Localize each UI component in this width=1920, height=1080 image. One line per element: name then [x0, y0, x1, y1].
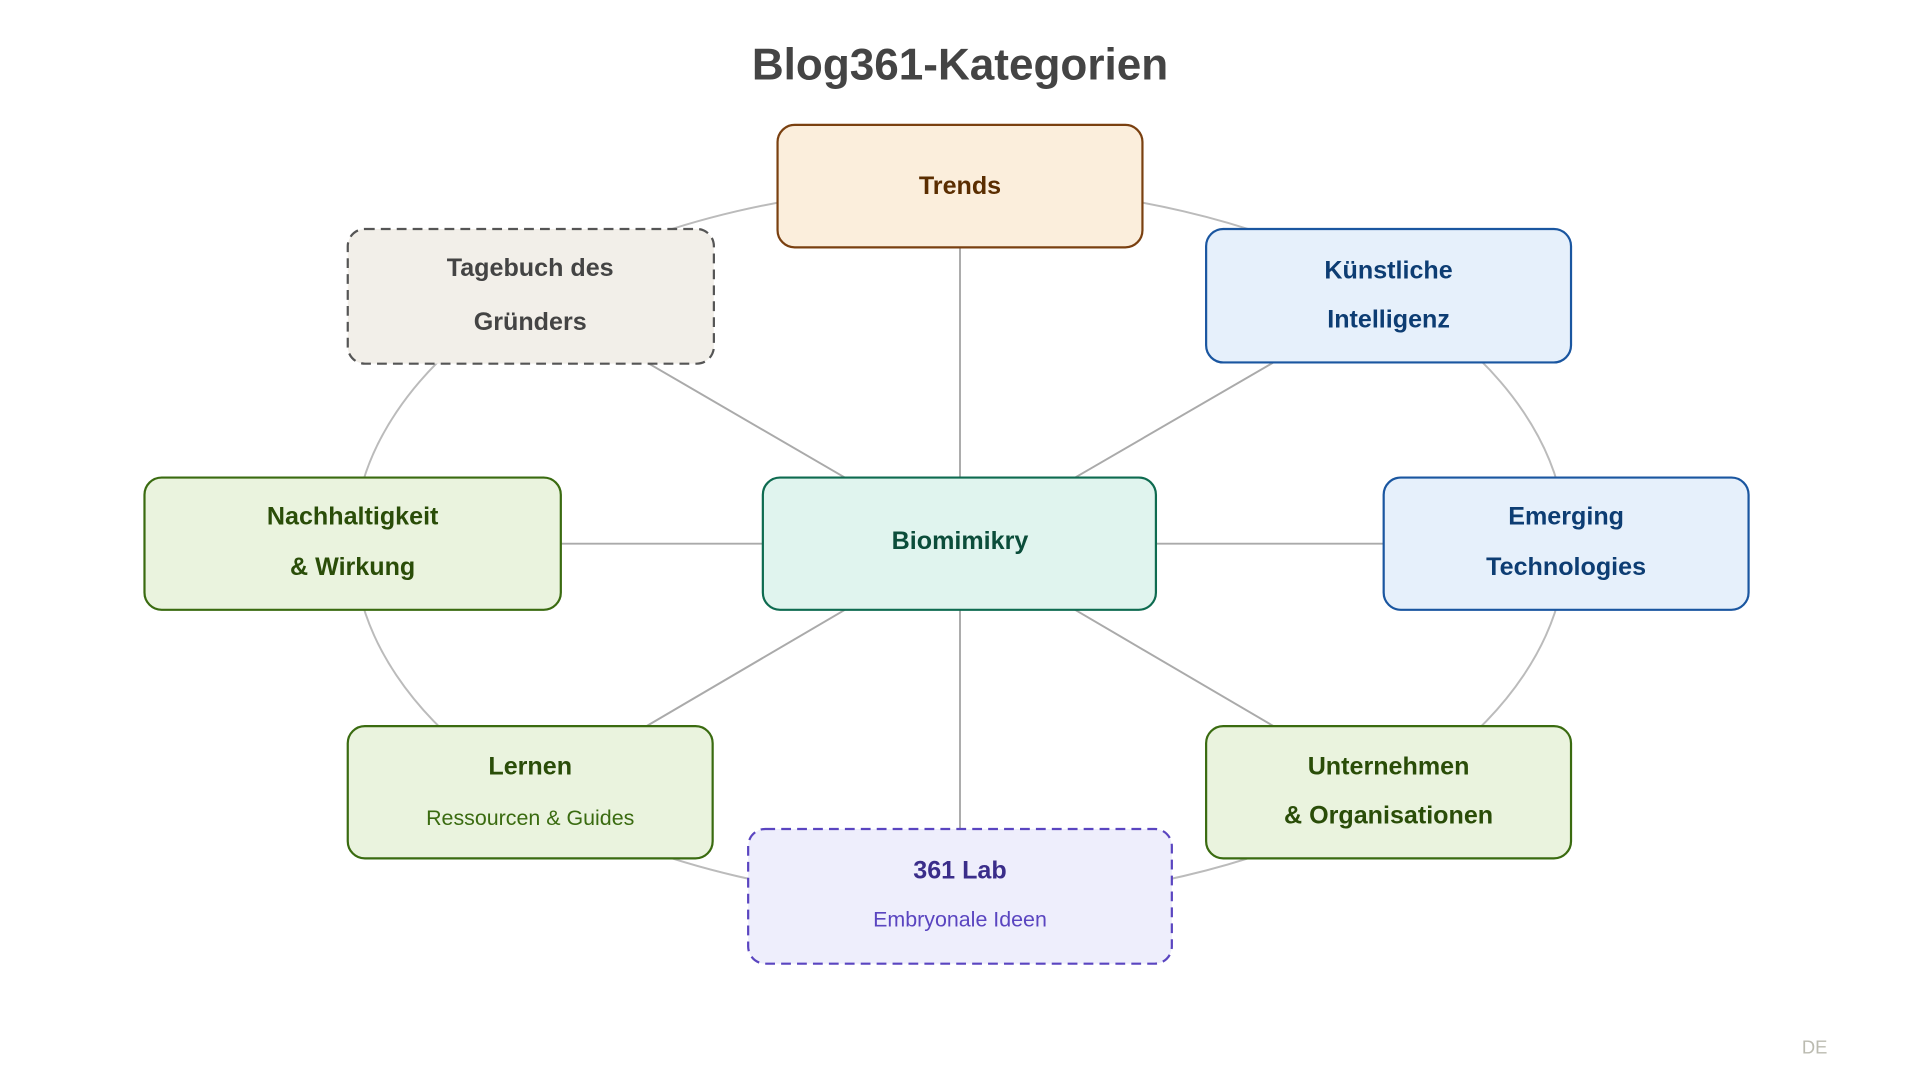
node-ki[interactable]: Künstliche Intelligenz — [1205, 227, 1573, 364]
node-emerging[interactable]: Emerging Technologies — [1382, 476, 1750, 611]
node-label: Unternehmen — [1308, 753, 1470, 781]
node-label: 361 Lab — [913, 857, 1006, 885]
node-nachhaltigkeit[interactable]: Nachhaltigkeit & Wirkung — [143, 476, 562, 611]
node-361-lab[interactable]: 361 Lab Embryonale Ideen — [747, 827, 1173, 965]
spoke-connectors — [560, 247, 1384, 829]
node-tagebuch[interactable]: Tagebuch des Gründers — [346, 227, 715, 365]
node-label: Nachhaltigkeit — [267, 503, 439, 531]
node-trends[interactable]: Trends — [776, 123, 1144, 249]
node-label: Biomimikry — [892, 527, 1029, 555]
node-label: Trends — [919, 172, 1001, 200]
node-label: Technologies — [1486, 553, 1646, 581]
node-label: Tagebuch des — [447, 254, 614, 282]
node-label: Lernen — [488, 753, 572, 781]
node-label: Künstliche — [1324, 257, 1452, 285]
node-lernen[interactable]: Lernen Ressourcen & Guides — [346, 725, 714, 860]
node-label: Gründers — [474, 308, 587, 336]
node-biomimikry-center[interactable]: Biomimikry — [761, 476, 1158, 611]
language-indicator[interactable]: DE — [1802, 1036, 1828, 1057]
node-label: Emerging — [1508, 503, 1624, 531]
node-subtitle: Embryonale Ideen — [873, 908, 1047, 932]
diagram-title: Blog361-Kategorien — [752, 40, 1168, 89]
node-label: Intelligenz — [1327, 306, 1450, 334]
node-label: & Organisationen — [1284, 802, 1493, 830]
node-subtitle: Ressourcen & Guides — [426, 806, 634, 830]
node-label: & Wirkung — [290, 553, 415, 581]
node-unternehmen[interactable]: Unternehmen & Organisationen — [1205, 725, 1573, 860]
